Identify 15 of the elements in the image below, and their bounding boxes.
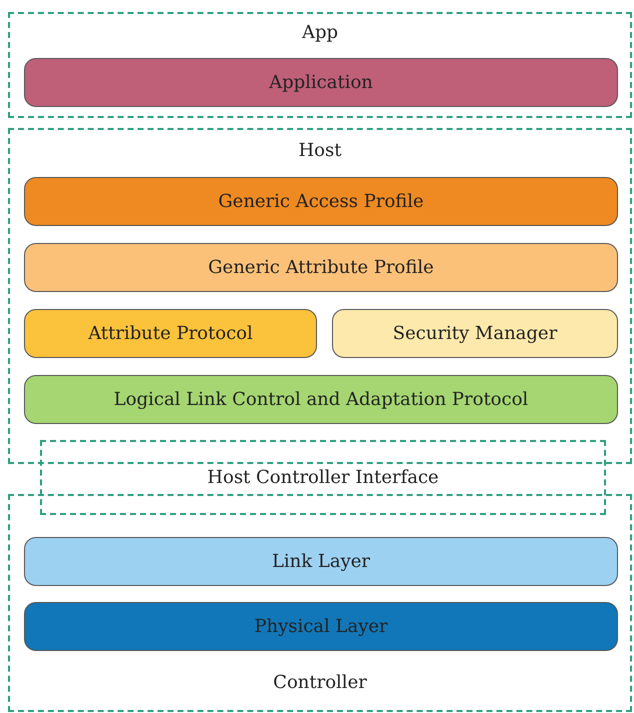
protocol-layer: Logical Link Control and Adaptation Protocol bbox=[24, 375, 618, 424]
dashed-group-frame bbox=[8, 494, 632, 712]
dashed-group-frame bbox=[8, 128, 632, 464]
protocol-layer: Attribute Protocol bbox=[24, 309, 317, 358]
protocol-layer: Link Layer bbox=[24, 537, 618, 586]
interface-layer: Host Controller Interface bbox=[40, 440, 606, 515]
group-title: App bbox=[302, 22, 338, 43]
protocol-layer: Generic Attribute Profile bbox=[24, 243, 618, 292]
protocol-layer: Application bbox=[24, 58, 618, 107]
dashed-group-frame bbox=[8, 12, 632, 118]
group-title: Controller bbox=[273, 672, 367, 693]
protocol-layer: Security Manager bbox=[332, 309, 618, 358]
protocol-layer: Physical Layer bbox=[24, 602, 618, 651]
protocol-layer: Generic Access Profile bbox=[24, 177, 618, 226]
group-title: Host bbox=[298, 140, 342, 161]
